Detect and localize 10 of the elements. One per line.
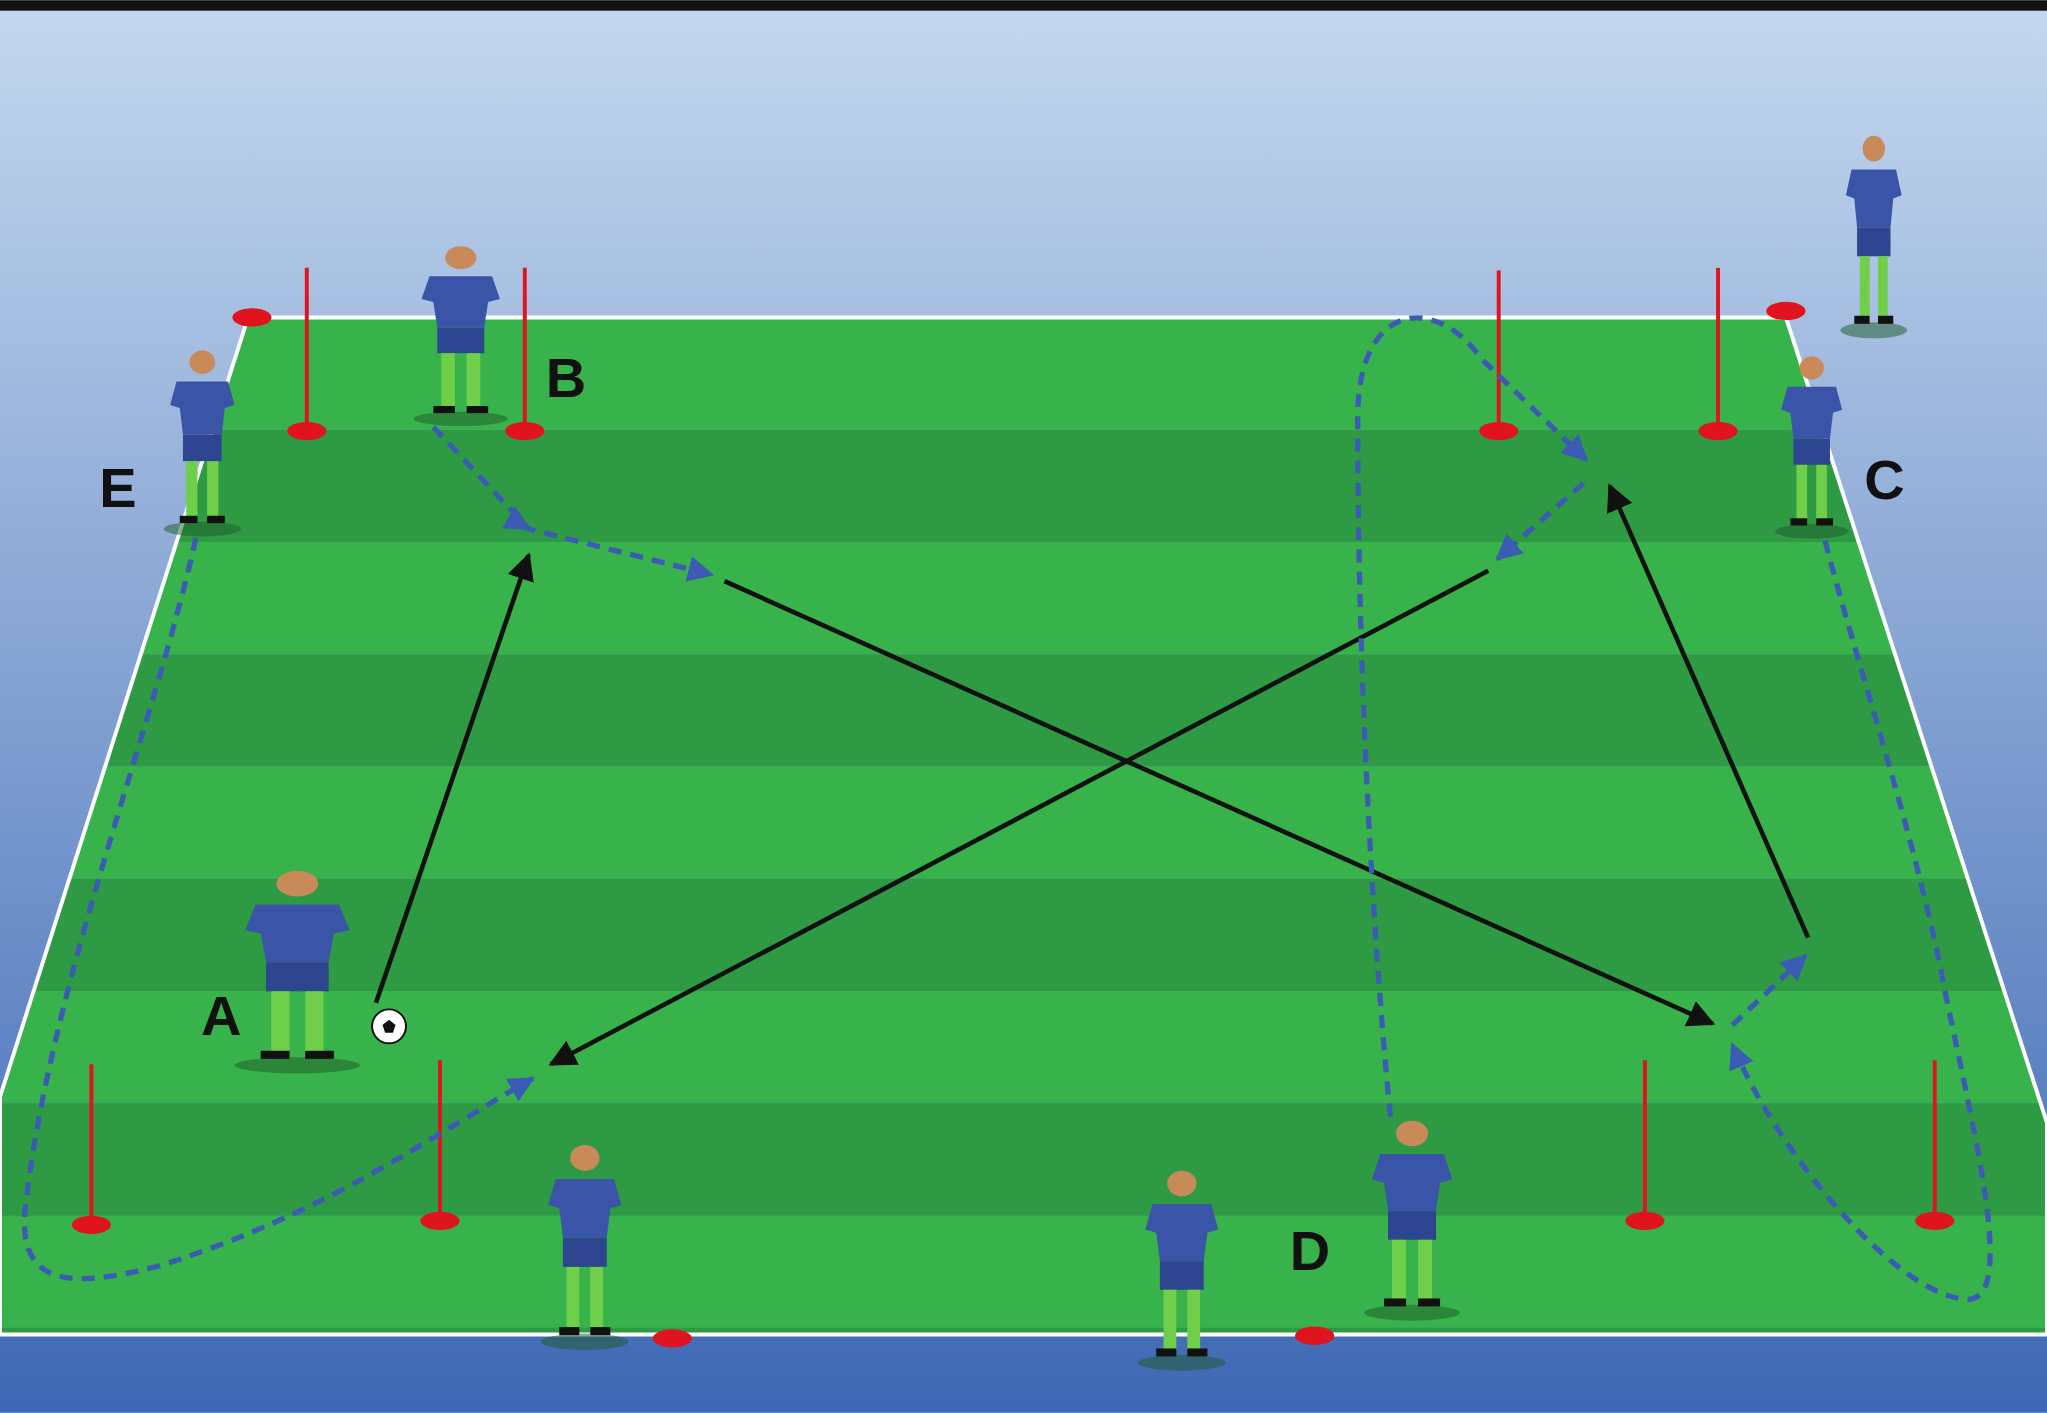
player-letter: C bbox=[1864, 451, 1905, 508]
player-letter: E bbox=[99, 459, 137, 516]
run-arrow bbox=[22, 537, 535, 1282]
player-letter: B bbox=[545, 349, 587, 406]
pass-arrow bbox=[373, 552, 534, 1004]
run-arrow bbox=[1355, 315, 1589, 1117]
player-letter: D bbox=[1289, 1223, 1331, 1280]
run-arrow bbox=[1730, 540, 1993, 1302]
run-arrow bbox=[431, 425, 714, 582]
player-letter: A bbox=[201, 988, 242, 1045]
